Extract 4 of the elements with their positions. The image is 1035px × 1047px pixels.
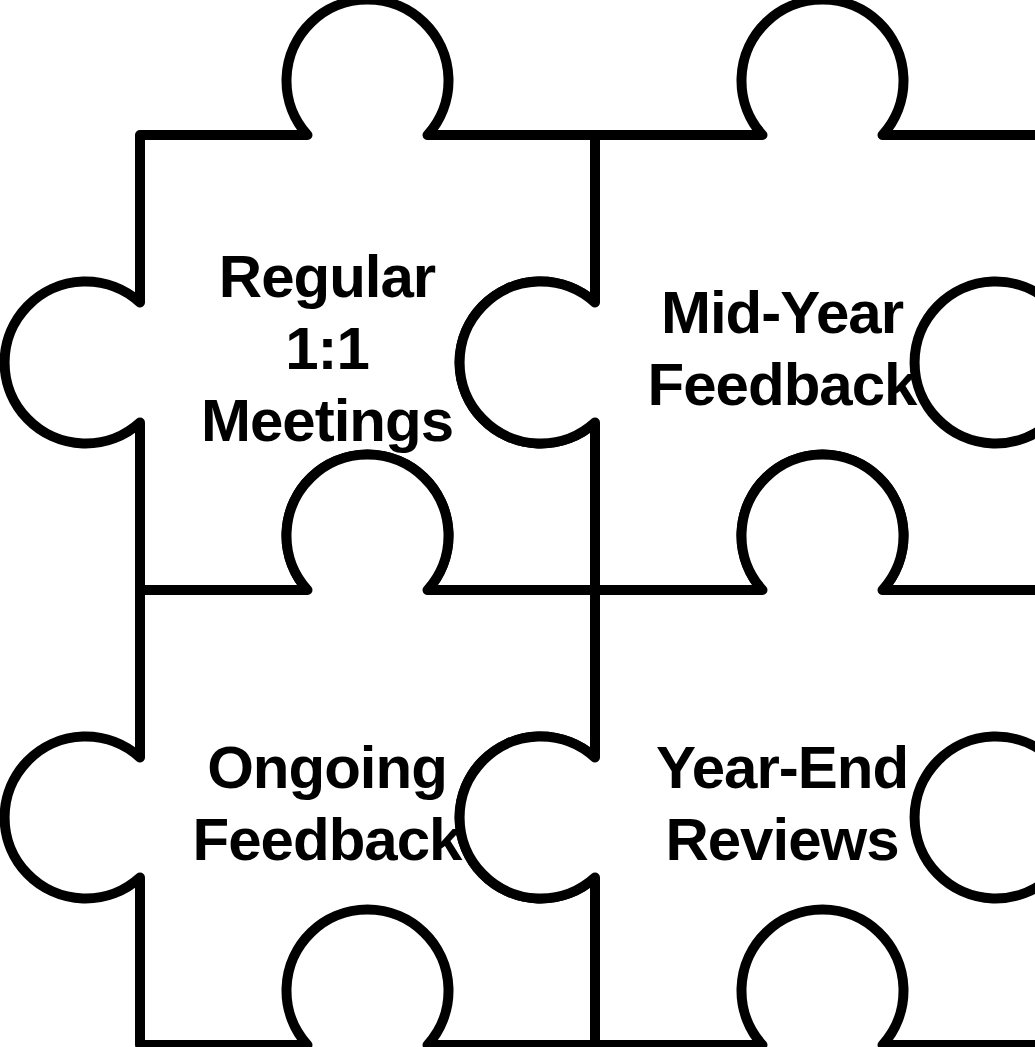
piece-label: Ongoing Feedback: [191, 733, 463, 875]
piece-label: Regular 1:1 Meetings: [199, 242, 454, 456]
piece-label: Mid-Year Feedback: [646, 278, 918, 420]
piece-label: Year-End Reviews: [654, 733, 910, 875]
